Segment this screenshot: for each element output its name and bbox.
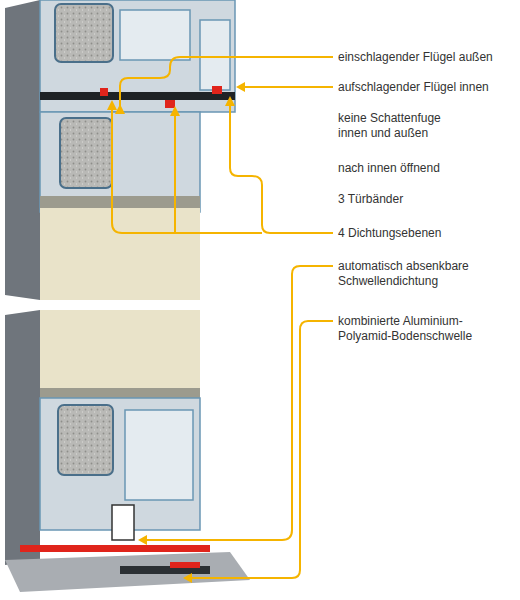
panel-infill [40, 310, 200, 390]
arrowhead [170, 106, 180, 116]
insulation-core [58, 405, 113, 475]
arrowhead [236, 82, 245, 92]
leader-line [242, 86, 333, 88]
leaf-rebate [40, 92, 235, 100]
threshold-seal [20, 545, 210, 552]
seal [100, 88, 108, 96]
panel-edge [40, 388, 200, 398]
callout-label: 3 Türbänder [338, 192, 513, 207]
arrowheads [107, 82, 245, 583]
leader-line [120, 57, 333, 112]
lower-section [5, 310, 250, 592]
drop-seal [112, 505, 134, 540]
arrowhead [107, 100, 117, 110]
leader-lines [112, 57, 333, 578]
seal [170, 562, 200, 568]
leader-line [174, 112, 176, 233]
seal [165, 100, 175, 108]
leader-line [145, 266, 333, 540]
frame-side-face [5, 0, 40, 300]
seal [212, 86, 222, 94]
profile-chamber [125, 410, 193, 500]
leaf-face [40, 0, 200, 300]
upper-section [5, 0, 235, 300]
insulation-core [60, 118, 112, 188]
leader-line [112, 104, 262, 233]
insulation-core [55, 4, 113, 62]
callout-label: keine Schattenfuge innen und außen [338, 111, 460, 141]
callout-label: kombinierte Aluminium-Polyamid-Bodenschw… [338, 314, 483, 344]
profile-chamber [200, 20, 230, 90]
callout-label: aufschlagender Flügel innen [338, 80, 513, 95]
threshold [5, 552, 250, 592]
callout-label: automatisch absenkbare Schwellendichtung [338, 259, 488, 289]
callout-label: nach innen öffnend [338, 161, 513, 176]
arrowhead [183, 573, 192, 583]
callout-label: 4 Dichtungsebenen [338, 226, 513, 241]
callout-label: einschlagender Flügel außen [338, 50, 513, 65]
arrowhead [225, 96, 235, 106]
profile-chamber [120, 10, 190, 60]
frame-side-face [5, 310, 40, 565]
leader-line [190, 321, 333, 578]
arrowhead [138, 535, 147, 545]
leader-line [230, 100, 333, 233]
